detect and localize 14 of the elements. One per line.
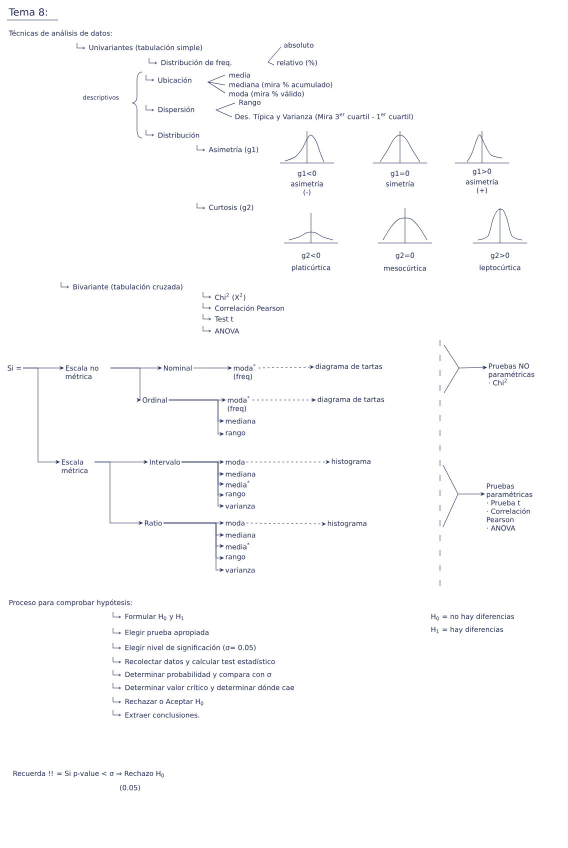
dashed-arrow: [252, 398, 316, 402]
dashed-arrow: [258, 365, 314, 369]
arrow: [163, 522, 224, 572]
arrow: [110, 368, 141, 402]
dashed-arrow: [246, 522, 326, 526]
brace-arrow: [444, 344, 487, 394]
brace-arrow: [442, 464, 485, 528]
dashed-arrow: [246, 460, 330, 464]
arrow: [168, 400, 224, 436]
title: Tema 8:: [6, 8, 58, 20]
arrow: [22, 368, 60, 464]
arrow: [181, 462, 224, 508]
arrow: [94, 462, 143, 525]
arrow: [193, 366, 232, 370]
